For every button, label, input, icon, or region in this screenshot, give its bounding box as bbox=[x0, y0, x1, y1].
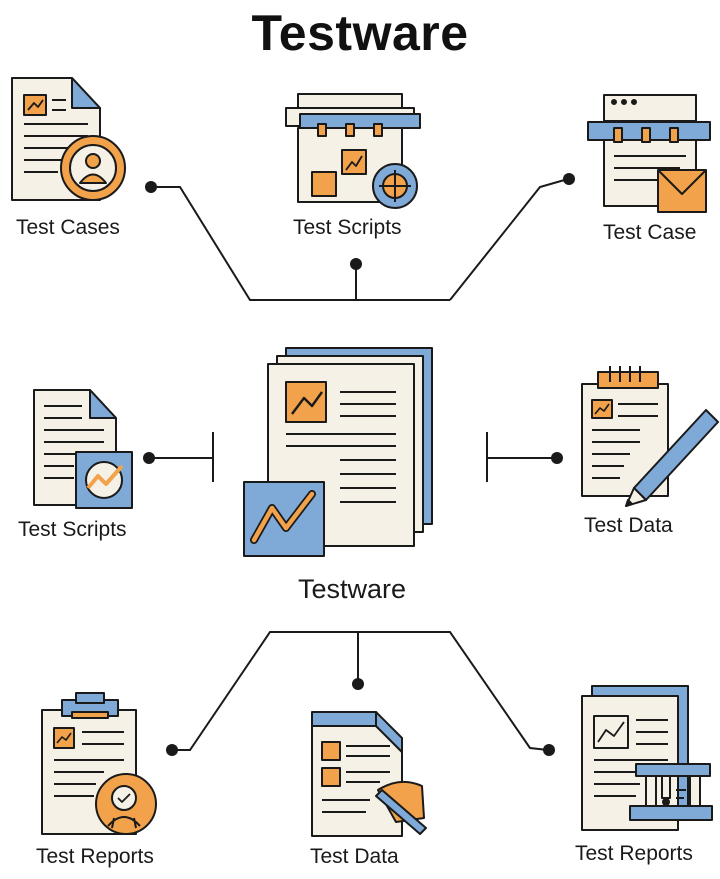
connectors-bottom bbox=[172, 631, 549, 751]
test-data-document-pencil-icon bbox=[311, 711, 427, 837]
node-label-test-data-right: Test Data bbox=[584, 514, 673, 537]
test-reports-document-press-icon bbox=[581, 685, 713, 831]
test-case-document-user-icon bbox=[11, 77, 126, 201]
node-label-test-scripts-left: Test Scripts bbox=[18, 518, 127, 541]
node-label-test-reports-right: Test Reports bbox=[575, 842, 693, 865]
connector-dots-top bbox=[145, 173, 575, 270]
connector-top-left bbox=[152, 186, 450, 301]
test-case-window-mail-icon bbox=[587, 94, 711, 213]
testware-documents-icon bbox=[243, 347, 433, 557]
connector-dots-middle bbox=[143, 452, 563, 464]
test-scripts-board-target-icon bbox=[285, 93, 421, 209]
node-label-test-case: Test Case bbox=[603, 221, 697, 244]
test-data-notepad-pen-icon bbox=[581, 366, 719, 507]
node-label-test-reports-left: Test Reports bbox=[36, 845, 154, 868]
test-reports-clipboard-badge-icon bbox=[41, 692, 157, 835]
connectors-middle bbox=[150, 432, 557, 482]
node-label-test-data-bottom: Test Data bbox=[310, 845, 399, 868]
connector-top-right bbox=[449, 178, 569, 301]
test-scripts-document-chart-icon bbox=[33, 389, 133, 509]
node-label-test-scripts-top: Test Scripts bbox=[293, 216, 402, 239]
diagram-title: Testware bbox=[251, 5, 469, 61]
connector-dots-bottom bbox=[166, 678, 555, 756]
center-label-testware: Testware bbox=[298, 574, 407, 604]
node-label-test-cases: Test Cases bbox=[16, 216, 120, 239]
